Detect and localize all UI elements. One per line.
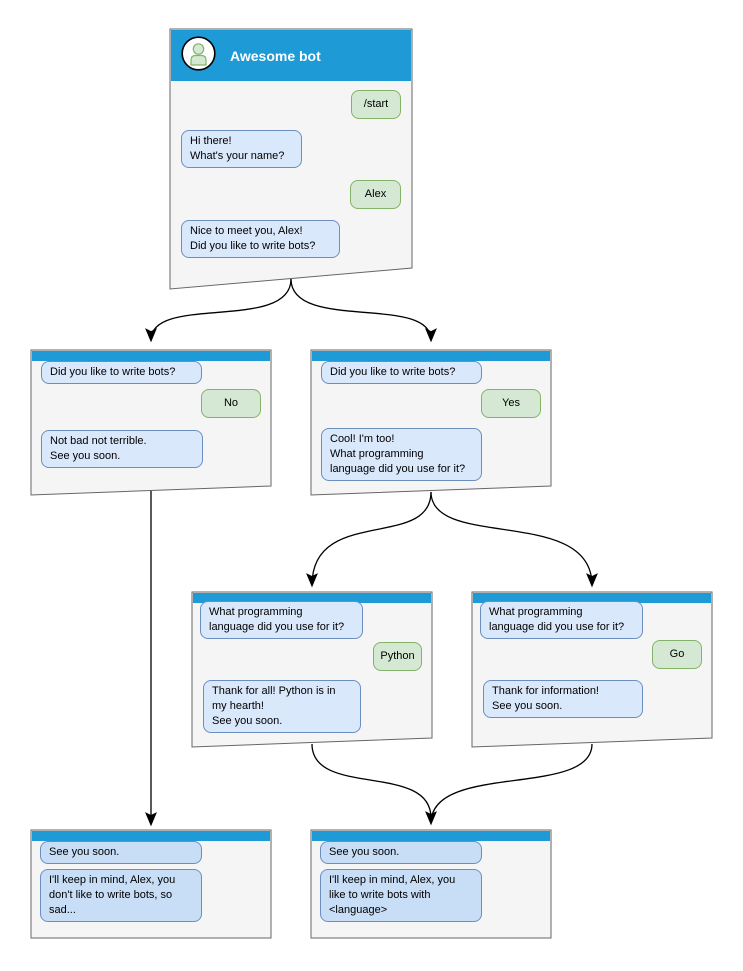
bot-message-cool: Cool! I'm too! What programming language… bbox=[321, 428, 482, 481]
window-header-branch-go bbox=[473, 593, 711, 603]
chat-window-end-no: See you soon. I'll keep in mind, Alex, y… bbox=[31, 830, 271, 938]
user-message-yes: Yes bbox=[481, 389, 541, 418]
person-icon bbox=[181, 35, 216, 71]
arrow-go-to-end bbox=[425, 743, 593, 826]
chat-window-branch-go: What programming language did you use fo… bbox=[472, 592, 712, 747]
bot-message-greeting: Hi there! What's your name? bbox=[181, 130, 302, 168]
window-header-root: Awesome bot bbox=[171, 30, 411, 81]
bot-message-see-you-soon: See you soon. bbox=[320, 841, 482, 864]
user-message-python: Python bbox=[373, 642, 422, 671]
bot-message-language-question: What programming language did you use fo… bbox=[200, 601, 363, 639]
chat-window-branch-python: What programming language did you use fo… bbox=[192, 592, 432, 747]
bot-message-question: Did you like to write bots? bbox=[321, 361, 482, 384]
window-title: Awesome bot bbox=[230, 47, 321, 64]
chat-window-root: Awesome bot /start Hi there! What's your… bbox=[170, 29, 412, 289]
user-message-name: Alex bbox=[350, 180, 401, 209]
window-header-branch-python bbox=[193, 593, 431, 603]
window-header-branch-no bbox=[32, 351, 270, 361]
bot-message-not-bad: Not bad not terrible. See you soon. bbox=[41, 430, 203, 468]
user-message-start: /start bbox=[351, 90, 401, 119]
bot-avatar bbox=[181, 35, 216, 76]
chat-window-end-language: See you soon. I'll keep in mind, Alex, y… bbox=[311, 830, 551, 938]
arrow-python-to-end bbox=[311, 743, 432, 819]
bot-message-language-question: What programming language did you use fo… bbox=[480, 601, 643, 639]
bot-message-question: Did you like to write bots? bbox=[41, 361, 202, 384]
window-header-end-no bbox=[32, 831, 270, 841]
arrow-yes-to-go bbox=[430, 491, 598, 588]
bot-message-go-reply: Thank for information! See you soon. bbox=[483, 680, 643, 718]
user-message-go: Go bbox=[652, 640, 702, 669]
bot-message-nice-to-meet: Nice to meet you, Alex! Did you like to … bbox=[181, 220, 340, 258]
window-header-end-language bbox=[312, 831, 550, 841]
window-header-branch-yes bbox=[312, 351, 550, 361]
chat-window-branch-yes: Did you like to write bots? Yes Cool! I'… bbox=[311, 350, 551, 495]
bot-message-see-you-soon: See you soon. bbox=[40, 841, 202, 864]
bot-message-keep-in-mind-language: I'll keep in mind, Alex, you like to wri… bbox=[320, 869, 482, 922]
chat-window-branch-no: Did you like to write bots? No Not bad n… bbox=[31, 350, 271, 495]
arrow-yes-to-python bbox=[306, 491, 432, 588]
bot-message-python-reply: Thank for all! Python is in my hearth! S… bbox=[203, 680, 361, 733]
user-message-no: No bbox=[201, 389, 261, 418]
bot-message-keep-in-mind-sad: I'll keep in mind, Alex, you don't like … bbox=[40, 869, 202, 922]
